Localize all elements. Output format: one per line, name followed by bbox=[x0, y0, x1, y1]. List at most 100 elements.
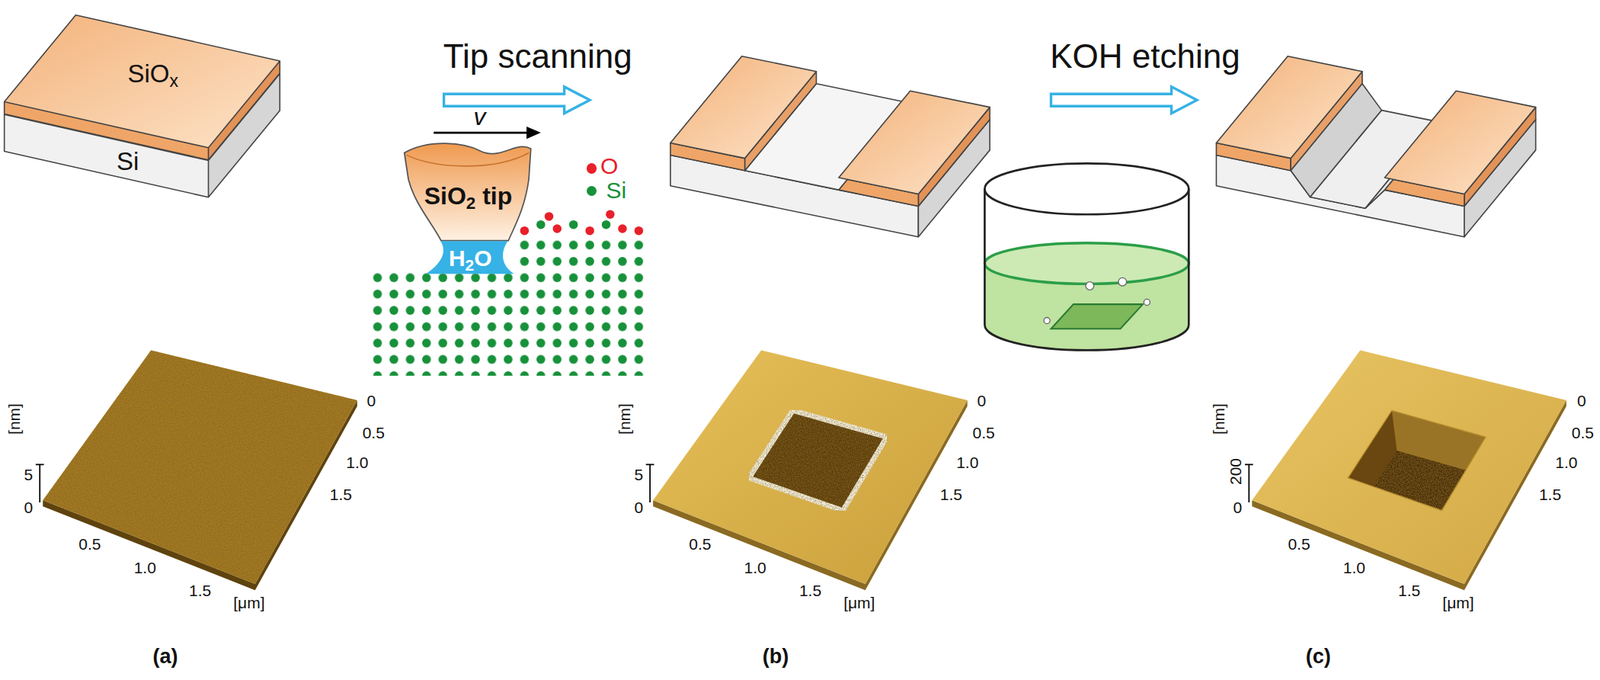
velocity-arrow bbox=[433, 126, 541, 139]
axis-tick: 1.0 bbox=[744, 559, 767, 576]
wafer-slab bbox=[670, 56, 990, 237]
axis-tick: 1.5 bbox=[329, 486, 352, 503]
process-arrow bbox=[444, 86, 1197, 114]
wafer-slab-part bbox=[1310, 110, 1437, 209]
step-label: Tip scanning bbox=[443, 39, 633, 74]
axis-tick: 1.0 bbox=[134, 559, 157, 576]
legend-swatch bbox=[586, 185, 597, 196]
axis-tick: 1.0 bbox=[1343, 559, 1366, 576]
wafer-slab-part bbox=[670, 155, 919, 237]
wafer-slab-part bbox=[745, 71, 817, 171]
silicon-substrate-outline-part bbox=[3, 114, 208, 197]
step-label: KOH etching bbox=[1049, 39, 1240, 74]
afm-image-part-part bbox=[1361, 450, 1472, 531]
wafer-slab-part bbox=[838, 90, 990, 194]
wafer-slab-part bbox=[1216, 155, 1464, 237]
axis-tick: 5 bbox=[24, 466, 34, 483]
axis-tick: 0.5 bbox=[78, 535, 101, 552]
koh-beaker-part bbox=[1118, 277, 1127, 286]
wafer-slab bbox=[1216, 56, 1536, 237]
panel-label: (b) bbox=[762, 646, 789, 667]
atom-lattice-part bbox=[585, 226, 595, 236]
afm-image bbox=[1244, 349, 1567, 590]
axis-tick: 0 bbox=[1233, 499, 1243, 516]
wafer-slab-part bbox=[1290, 83, 1382, 198]
koh-beaker-part bbox=[1050, 304, 1143, 329]
axis-tick: 0.5 bbox=[688, 535, 711, 552]
axis-tick: 1.0 bbox=[345, 454, 368, 471]
wafer-slab-part bbox=[1365, 102, 1456, 208]
atom-lattice-part bbox=[569, 220, 579, 230]
afm-image-part bbox=[1251, 349, 1566, 584]
silicon-substrate-outline-part bbox=[208, 73, 280, 197]
afm-image-part bbox=[42, 400, 358, 590]
afm-image-part bbox=[1251, 400, 1566, 590]
axis-tick: 1.5 bbox=[1539, 486, 1562, 503]
atom-lattice-part bbox=[369, 269, 517, 376]
subscript: 2 bbox=[465, 256, 475, 274]
wafer-slab-part bbox=[838, 177, 919, 207]
oxide-layer-outline-part bbox=[3, 15, 280, 148]
node-text: Si bbox=[116, 148, 139, 174]
oxide-layer-outline-part bbox=[3, 15, 280, 160]
wafer-slab-part bbox=[1384, 90, 1536, 194]
afm-image-part-part bbox=[1347, 409, 1397, 505]
koh-beaker-part bbox=[1085, 281, 1095, 291]
koh-beaker-part bbox=[984, 263, 1189, 351]
axis-tick: 0.5 bbox=[1287, 535, 1310, 552]
panel-label: (a) bbox=[152, 646, 178, 667]
legend-text: Si bbox=[605, 179, 627, 202]
axis-tick: 0.5 bbox=[1571, 424, 1594, 441]
afm-tip-outline bbox=[402, 136, 535, 245]
oxide-layer-outline bbox=[2, 12, 282, 163]
afm-image-part bbox=[652, 400, 967, 590]
afm-tip: SiO2 tip bbox=[402, 136, 535, 245]
afm-image bbox=[35, 349, 358, 590]
axis-unit: [nm] bbox=[616, 403, 633, 435]
wafer-slab-part bbox=[670, 56, 817, 159]
atom-lattice-part bbox=[617, 224, 628, 234]
legend-text: O bbox=[600, 154, 618, 178]
axis-tick: 0.5 bbox=[362, 424, 385, 441]
afm-image-part bbox=[42, 349, 358, 584]
atom-lattice-part bbox=[601, 220, 612, 230]
atom-lattice bbox=[369, 210, 647, 376]
koh-beaker bbox=[984, 163, 1189, 350]
atom-lattice-part bbox=[520, 226, 530, 236]
koh-beaker-part bbox=[1143, 298, 1150, 305]
axis-unit: [μm] bbox=[843, 594, 875, 611]
axis-tick: 0 bbox=[367, 392, 377, 409]
oxide-layer: SiOx bbox=[2, 12, 282, 163]
koh-beaker-part bbox=[984, 188, 1189, 351]
wafer-slab-part bbox=[1384, 177, 1464, 207]
axis-tick: 5 bbox=[633, 466, 644, 483]
wafer-slab-part bbox=[918, 119, 990, 237]
atom-lattice-part bbox=[516, 236, 647, 376]
koh-beaker-part bbox=[984, 243, 1189, 285]
wafer-slab-part bbox=[918, 107, 990, 207]
wafer-slab-part bbox=[1216, 143, 1291, 171]
afm-image-part bbox=[652, 349, 967, 584]
afm-image-part-part bbox=[1392, 409, 1486, 472]
axis-tick: 1.5 bbox=[799, 582, 822, 599]
oxide-layer-outline-part bbox=[208, 60, 280, 160]
wafer-slab-part bbox=[745, 83, 911, 190]
subscript: 2 bbox=[466, 193, 476, 213]
subscript: x bbox=[169, 70, 179, 91]
axis-tick: 0 bbox=[633, 499, 644, 516]
axis-tick: 0 bbox=[1577, 392, 1587, 409]
process-arrow-part bbox=[1050, 86, 1197, 114]
axis-unit: [nm] bbox=[1210, 403, 1227, 435]
atom-lattice-part bbox=[634, 226, 644, 236]
axis-tick: 0 bbox=[24, 499, 34, 516]
velocity-arrow-part bbox=[433, 131, 529, 135]
afm-image-part bbox=[1347, 409, 1486, 510]
afm-tip-outline-part bbox=[403, 143, 531, 241]
atom-lattice-part bbox=[536, 220, 546, 230]
afm-image-part bbox=[1347, 409, 1486, 531]
silicon-substrate: Si bbox=[2, 71, 282, 199]
velocity-label: v bbox=[473, 104, 486, 129]
afm-image-part bbox=[35, 464, 45, 503]
afm-image-part bbox=[748, 409, 887, 510]
afm-image bbox=[646, 349, 968, 590]
